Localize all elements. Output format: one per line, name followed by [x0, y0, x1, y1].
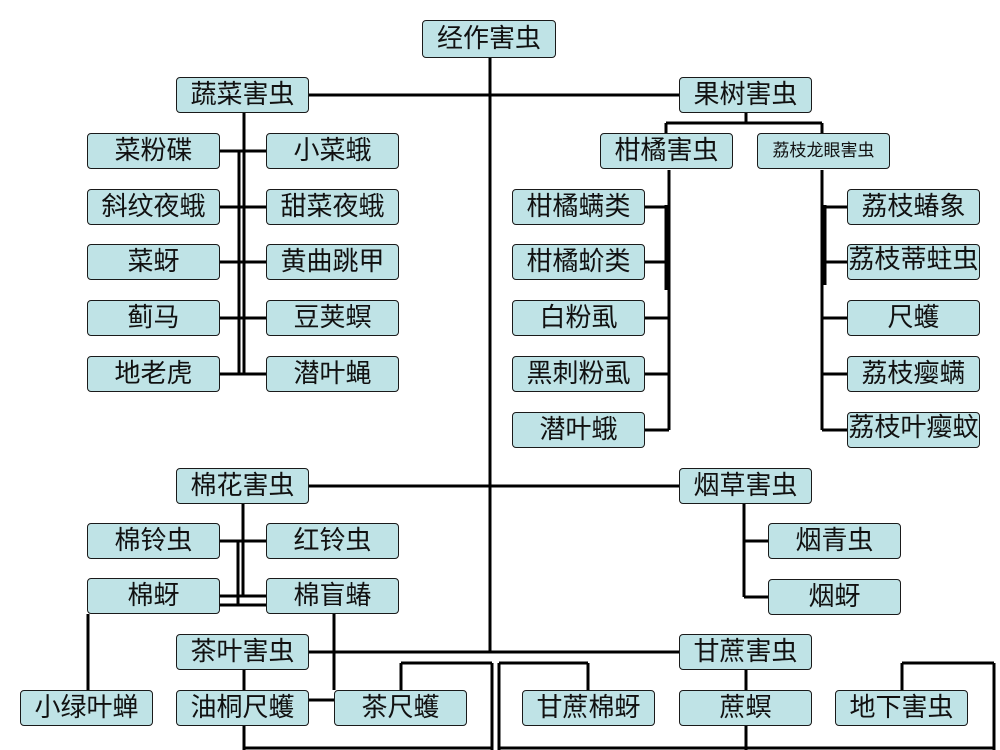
vegetable-pest-item: 菜蚜: [87, 244, 220, 280]
tobacco-pest-item: 烟青虫: [768, 523, 901, 559]
cotton-pests-node: 棉花害虫: [176, 468, 309, 504]
litchi-longan-pests-node: 荔枝龙眼害虫: [757, 133, 890, 169]
citrus-pests-node: 柑橘害虫: [600, 133, 733, 169]
root-node: 经作害虫: [422, 20, 556, 58]
cotton-pest-item: 红铃虫: [266, 523, 399, 559]
vegetable-pest-item: 小菜蛾: [266, 133, 399, 169]
litchi-pest-item: 荔枝瘿螨: [847, 356, 980, 392]
citrus-pest-item: 柑橘蚧类: [512, 244, 645, 280]
cotton-pest-item: 棉蚜: [87, 578, 220, 614]
citrus-pest-item: 白粉虱: [512, 300, 645, 336]
citrus-pest-item: 潜叶蛾: [512, 412, 645, 448]
cotton-pest-item: 棉铃虫: [87, 523, 220, 559]
sugarcane-pest-item: 甘蔗棉蚜: [522, 690, 655, 726]
cotton-pest-item: 棉盲蝽: [266, 578, 399, 614]
tobacco-pest-item: 烟蚜: [768, 579, 901, 615]
vegetable-pest-item: 黄曲跳甲: [266, 244, 399, 280]
fruit-tree-pests-node: 果树害虫: [679, 77, 812, 113]
citrus-pest-item: 柑橘螨类: [512, 189, 645, 225]
vegetable-pest-item: 潜叶蝇: [266, 356, 399, 392]
vegetable-pest-item: 甜菜夜蛾: [266, 189, 399, 225]
vegetable-pest-item: 斜纹夜蛾: [87, 189, 220, 225]
vegetable-pest-item: 地老虎: [87, 356, 220, 392]
sugarcane-pest-item: 地下害虫: [835, 690, 968, 726]
litchi-pest-item: 荔枝蝽象: [847, 189, 980, 225]
vegetable-pest-item: 豆荚螟: [266, 300, 399, 336]
sugarcane-pest-item: 蔗螟: [679, 690, 812, 726]
tea-pest-item: 茶尺蠖: [334, 690, 467, 726]
litchi-pest-item: 荔枝叶瘿蚊: [847, 412, 980, 448]
tea-pests-node: 茶叶害虫: [176, 634, 309, 670]
citrus-pest-item: 黑刺粉虱: [512, 356, 645, 392]
litchi-pest-item: 尺蠖: [847, 300, 980, 336]
vegetable-pests-node: 蔬菜害虫: [176, 77, 309, 113]
sugarcane-pests-node: 甘蔗害虫: [679, 634, 812, 670]
tea-pest-item: 油桐尺蠖: [176, 690, 309, 726]
vegetable-pest-item: 菜粉碟: [87, 133, 220, 169]
cotton-pest-item: 小绿叶蝉: [20, 690, 153, 726]
vegetable-pest-item: 蓟马: [87, 300, 220, 336]
tobacco-pests-node: 烟草害虫: [679, 468, 812, 504]
litchi-pest-item: 荔枝蒂蛀虫: [847, 244, 980, 280]
